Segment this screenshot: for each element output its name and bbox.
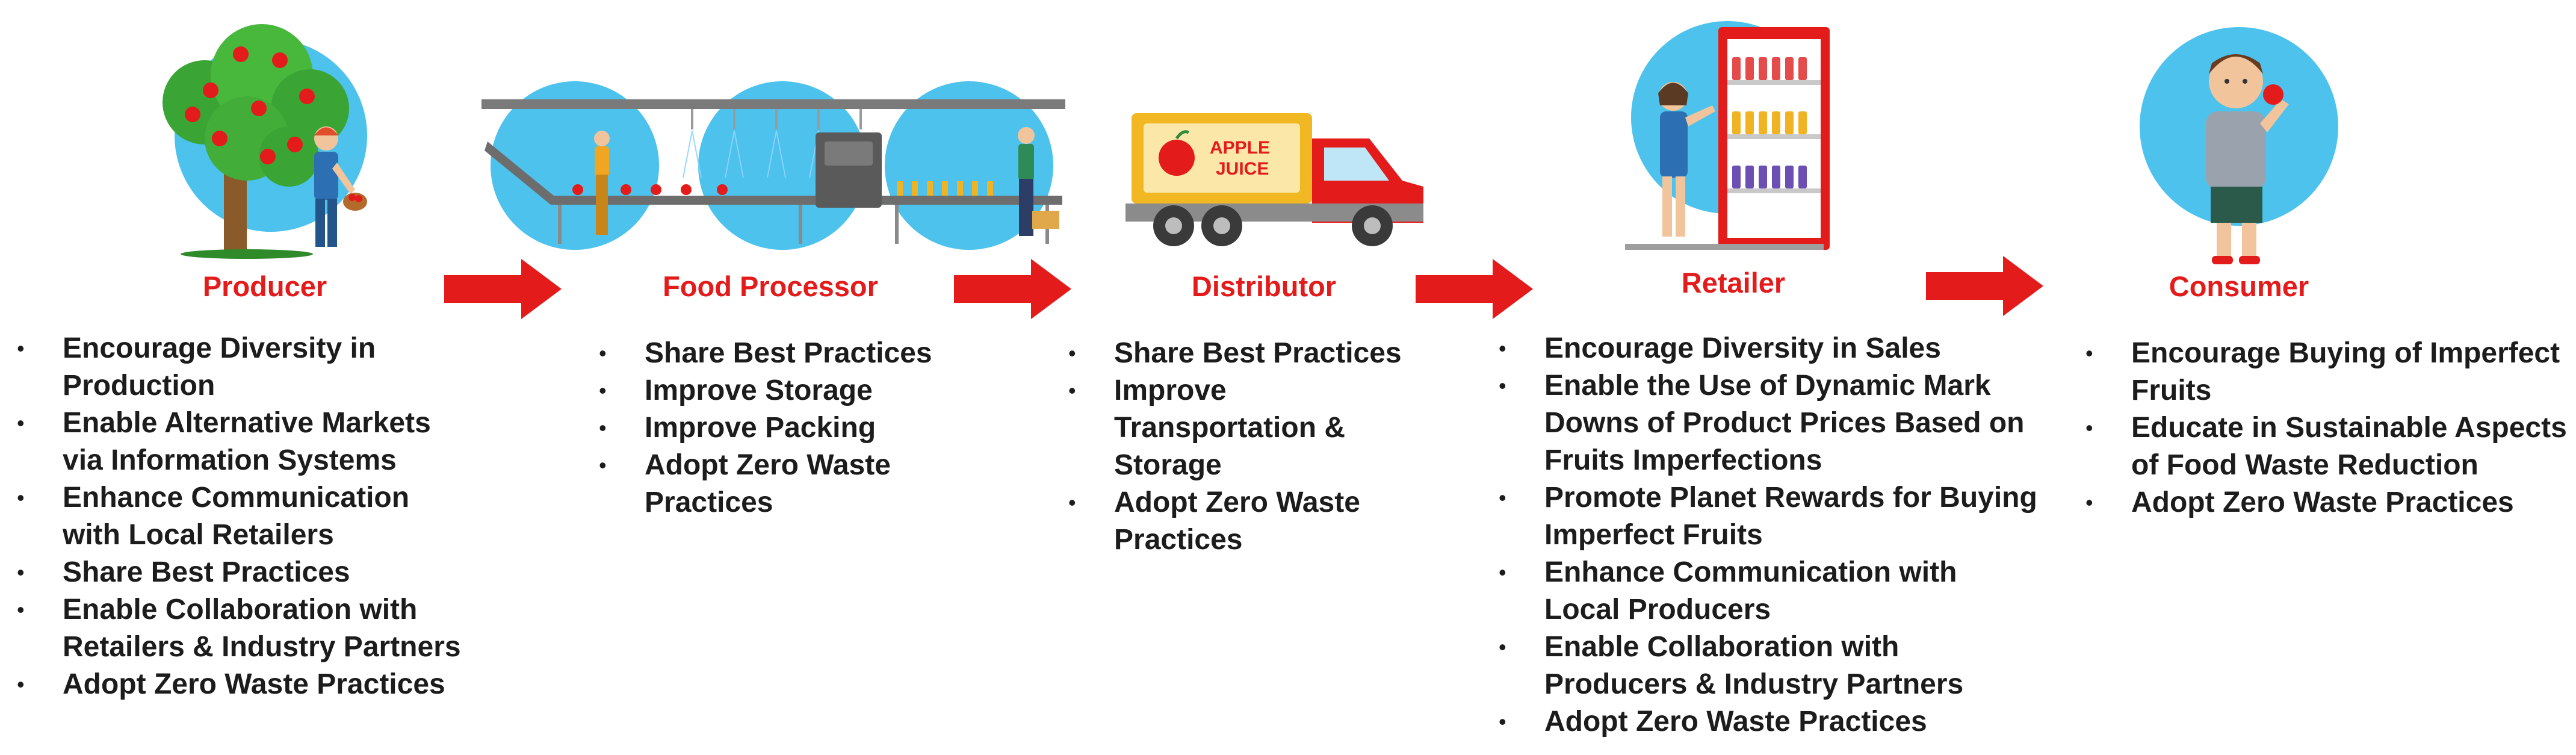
processing-conveyor-icon	[481, 81, 1065, 250]
practices-list-food-processor: Share Best Practices Improve Storage Imp…	[599, 335, 960, 521]
stage-title-consumer: Consumer	[2169, 270, 2309, 302]
stage-title-food-processor: Food Processor	[663, 270, 878, 302]
list-item: Enable the Use of Dynamic Mark Downs of …	[1499, 367, 2040, 479]
person-eating-apple-icon	[2140, 27, 2338, 264]
list-item: Share Best Practices	[599, 335, 960, 372]
delivery-truck-icon: APPLE JUICE	[1125, 113, 1423, 246]
list-item: Enable Alternative Markets via Informati…	[17, 405, 462, 479]
arrow-right-icon	[954, 259, 1071, 319]
list-item: Share Best Practices	[1068, 335, 1405, 372]
list-item: Adopt Zero Waste Practices	[2085, 484, 2567, 521]
list-item: Share Best Practices	[17, 554, 462, 591]
practices-list-retailer: Encourage Diversity in Sales Enable the …	[1499, 330, 2040, 741]
list-item: Enable Collaboration with Producers & In…	[1499, 629, 2040, 703]
list-item: Promote Planet Rewards for Buying Imperf…	[1499, 479, 2040, 554]
list-item: Adopt Zero Waste Practices	[1068, 484, 1405, 559]
arrow-right-icon	[1926, 256, 2043, 316]
store-shelf-shopper-icon	[1625, 21, 1830, 250]
list-item: Adopt Zero Waste Practices	[599, 447, 960, 521]
stage-title-retailer: Retailer	[1681, 267, 1786, 299]
list-item: Improve Packing	[599, 409, 960, 447]
list-item: Encourage Diversity in Sales	[1499, 330, 2040, 367]
stage-title-producer: Producer	[202, 270, 327, 302]
list-item: Enable Collaboration with Retailers & In…	[17, 591, 462, 666]
truck-label-line-1: APPLE	[1210, 138, 1270, 158]
list-item: Educate in Sustainable Aspects of Food W…	[2085, 409, 2567, 484]
list-item: Enhance Communication with Local Retaile…	[17, 479, 462, 554]
list-item: Adopt Zero Waste Practices	[17, 666, 462, 703]
truck-label-line-2: JUICE	[1216, 159, 1269, 179]
practices-list-producer: Encourage Diversity in Production Enable…	[17, 330, 462, 703]
arrow-right-icon	[444, 259, 562, 319]
practices-list-distributor: Share Best Practices Improve Transportat…	[1068, 335, 1405, 559]
list-item: Adopt Zero Waste Practices	[1499, 703, 2040, 741]
apple-tree-farmer-icon	[163, 24, 367, 259]
stage-title-distributor: Distributor	[1191, 270, 1337, 302]
list-item: Improve Transportation & Storage	[1068, 372, 1405, 484]
list-item: Encourage Buying of Imperfect Fruits	[2085, 335, 2567, 409]
list-item: Improve Storage	[599, 372, 960, 409]
list-item: Encourage Diversity in Production	[17, 330, 462, 405]
practices-list-consumer: Encourage Buying of Imperfect Fruits Edu…	[2085, 335, 2567, 521]
arrow-right-icon	[1416, 259, 1533, 319]
list-item: Enhance Communication with Local Produce…	[1499, 554, 2040, 629]
